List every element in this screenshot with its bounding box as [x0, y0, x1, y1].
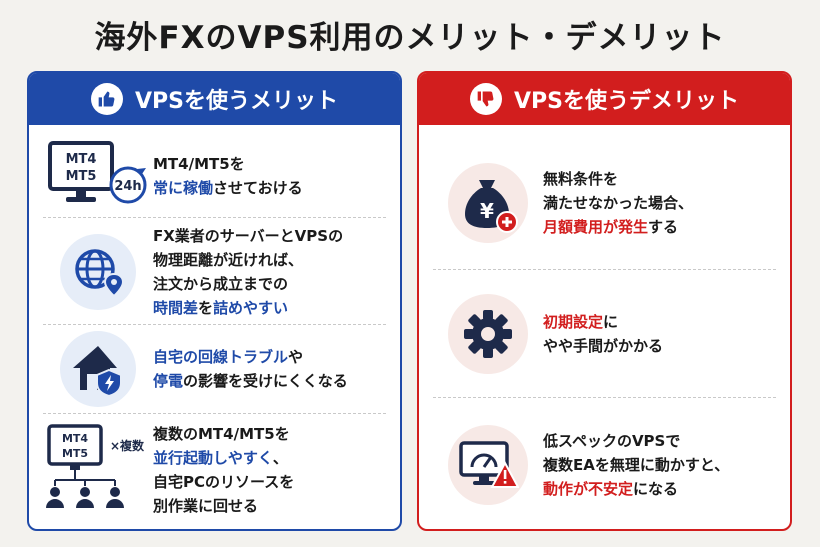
merit-header: VPSを使うメリット — [29, 73, 400, 125]
text-seg: 満たせなかった場合、 — [543, 194, 694, 212]
text-seg: に — [603, 313, 619, 331]
page-title: 海外FXのVPS利用のメリット・デメリット — [94, 20, 726, 56]
highlight-seg: 停電 — [153, 372, 184, 390]
text-seg: 自宅PCのリソースを — [153, 473, 295, 491]
text-seg: 低スペックのVPSで — [543, 432, 681, 450]
text-seg: FX業者のサーバーとVPSの — [153, 227, 344, 245]
yen-symbol: ¥ — [480, 199, 494, 223]
highlight-seg: 時間差 — [153, 299, 199, 317]
text-seg: 注文から成立までの — [153, 275, 289, 293]
divider — [43, 217, 386, 218]
demerit-panel: VPSを使うデメリット ¥ 無料条件を 満たせなかった場合、 月額費用が発生する — [417, 71, 792, 531]
merit-header-label: VPSを使うメリット — [135, 89, 338, 114]
demerit-text-1: 無料条件を 満たせなかった場合、 月額費用が発生する — [543, 167, 693, 239]
demerit-header: VPSを使うデメリット — [419, 73, 790, 125]
multi-mt5-text: MT5 — [62, 447, 88, 460]
text-seg: 、 — [272, 449, 288, 467]
divider — [433, 269, 776, 270]
highlight-seg: 初期設定 — [543, 313, 604, 331]
globe-pin-icon — [60, 234, 136, 310]
demerit-header-label: VPSを使うデメリット — [514, 89, 739, 114]
thumbs-down-icon — [470, 83, 502, 115]
text-seg: 複数EAを無理に動かすと、 — [543, 456, 730, 474]
text-seg: になる — [633, 480, 679, 498]
text-seg: や — [288, 348, 304, 366]
merit-panel: VPSを使うメリット MT4 MT5 24h MT4/MT5を 常に稼働させてお… — [27, 71, 402, 531]
text-seg: 物理距離が近ければ、 — [153, 251, 304, 269]
merit-text-4: 複数のMT4/MT5を 並行起動しやすく、 自宅PCのリソースを 別作業に回せる — [153, 422, 294, 518]
highlight-seg: 並行起動しやすく — [153, 449, 273, 467]
multi-mt-icon: MT4 MT5 ×複数 — [43, 420, 153, 520]
highlight-seg: 常に稼働 — [153, 179, 214, 197]
divider — [433, 397, 776, 398]
merit-item-always-on: MT4 MT5 24h MT4/MT5を 常に稼働させておける — [43, 135, 386, 217]
multi-mt4-text: MT4 — [62, 432, 88, 445]
merit-text-2: FX業者のサーバーとVPSの 物理距離が近ければ、 注文から成立までの 時間差を… — [153, 224, 343, 320]
thumbs-up-icon — [91, 83, 123, 115]
merit-item-latency: FX業者のサーバーとVPSの 物理距離が近ければ、 注文から成立までの 時間差を… — [43, 221, 386, 323]
merit-item-multi: MT4 MT5 ×複数 複数のMT4/MT5を 並行起動しやすく、 自宅PCのリ… — [43, 417, 386, 523]
text-seg: 無料条件を — [543, 170, 619, 188]
text-seg: 複数のMT4/MT5を — [153, 425, 290, 443]
merit-text-1: MT4/MT5を 常に稼働させておける — [153, 152, 303, 200]
demerit-text-2: 初期設定に やや手間がかかる — [543, 310, 663, 358]
multi-badge-text: ×複数 — [110, 438, 145, 453]
yen-bag-plus-icon: ¥ — [448, 163, 528, 243]
text-seg: させておける — [213, 179, 303, 197]
text-seg: の影響を受けにくくなる — [183, 372, 348, 390]
highlight-seg: 動作が不安定 — [543, 480, 634, 498]
monitor-mt4-text: MT4 — [66, 152, 97, 167]
text-seg: 別作業に回せる — [153, 497, 259, 515]
demerit-item-unstable: 低スペックのVPSで 複数EAを無理に動かすと、 動作が不安定になる — [433, 405, 776, 525]
merit-text-3: 自宅の回線トラブルや 停電の影響を受けにくくなる — [153, 345, 348, 393]
monitor-mt5-text: MT5 — [66, 169, 97, 184]
badge-24h-text: 24h — [114, 179, 141, 194]
divider — [43, 413, 386, 414]
highlight-seg: 自宅の回線トラブル — [153, 348, 289, 366]
merit-item-home-trouble: 自宅の回線トラブルや 停電の影響を受けにくくなる — [43, 328, 386, 410]
monitor-24h-icon: MT4 MT5 24h — [46, 139, 150, 213]
text-seg: する — [648, 218, 679, 236]
highlight-seg: 月額費用が発生 — [543, 218, 649, 236]
text-seg: やや手間がかかる — [543, 337, 664, 355]
text-seg: を — [198, 299, 214, 317]
divider — [43, 324, 386, 325]
monitor-warning-icon — [448, 425, 528, 505]
house-bolt-icon — [60, 331, 136, 407]
demerit-item-setup: 初期設定に やや手間がかかる — [433, 278, 776, 390]
gear-icon — [448, 294, 528, 374]
text-seg: MT4/MT5を — [153, 155, 245, 173]
demerit-text-3: 低スペックのVPSで 複数EAを無理に動かすと、 動作が不安定になる — [543, 429, 729, 501]
highlight-seg: 詰めやすい — [213, 299, 289, 317]
demerit-item-cost: ¥ 無料条件を 満たせなかった場合、 月額費用が発生する — [433, 143, 776, 263]
